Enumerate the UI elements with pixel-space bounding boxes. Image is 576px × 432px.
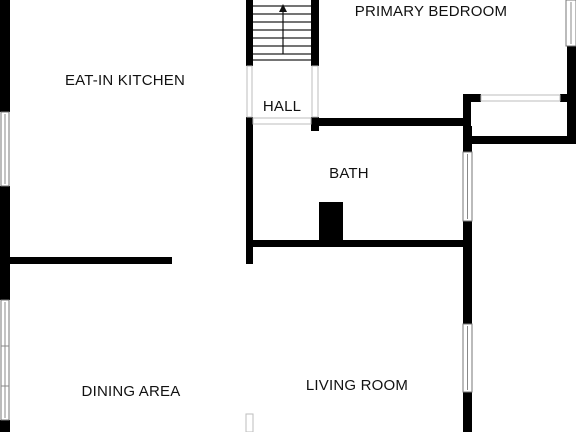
- living-room-opening: [245, 413, 254, 432]
- closet-opening: [480, 94, 561, 102]
- left-exterior-wall-bottom: [0, 420, 10, 432]
- left-exterior-wall-top: [0, 0, 10, 112]
- hall-bath-doorway: [252, 117, 312, 125]
- closet-bottom-wall: [463, 136, 576, 144]
- bath-bottom-wall: [253, 240, 465, 247]
- right-wall-bottom: [463, 392, 472, 432]
- bedroom-right-wall: [567, 46, 576, 144]
- bedroom-window: [565, 0, 576, 47]
- living-room-window: [462, 323, 473, 393]
- left-exterior-wall-middle: [0, 186, 10, 300]
- room-labels: PRIMARY BEDROOM EAT-IN KITCHEN HALL BATH…: [65, 3, 507, 400]
- room-label-dining-area: DINING AREA: [82, 383, 181, 400]
- stair-left-wall: [246, 0, 253, 66]
- dining-window: [0, 299, 10, 421]
- closet-left-wall: [463, 94, 471, 144]
- right-wall-middle: [463, 221, 472, 324]
- kitchen-window: [0, 111, 10, 187]
- hall-right-opening: [311, 65, 319, 118]
- room-label-living-room: LIVING ROOM: [306, 377, 408, 394]
- staircase: [253, 4, 311, 61]
- bath-window: [462, 151, 473, 222]
- closet-top-left-wall: [463, 94, 481, 102]
- bath-top-wall: [319, 118, 464, 126]
- stair-direction-arrow-icon: [279, 4, 287, 54]
- kitchen-dining-divider-wall: [10, 257, 172, 264]
- stair-right-wall: [311, 0, 319, 66]
- hall-left-opening: [246, 65, 253, 118]
- hall-openings: [245, 65, 319, 432]
- windows: [0, 0, 576, 421]
- room-label-hall: HALL: [263, 98, 301, 115]
- bath-left-wall: [246, 131, 253, 264]
- room-label-bath: BATH: [329, 165, 369, 182]
- hall-left-jamb: [246, 117, 253, 131]
- bath-fixture: [319, 202, 343, 242]
- room-label-primary-bedroom: PRIMARY BEDROOM: [355, 3, 507, 20]
- hall-right-jamb: [311, 117, 319, 131]
- room-label-eat-in-kitchen: EAT-IN KITCHEN: [65, 72, 185, 89]
